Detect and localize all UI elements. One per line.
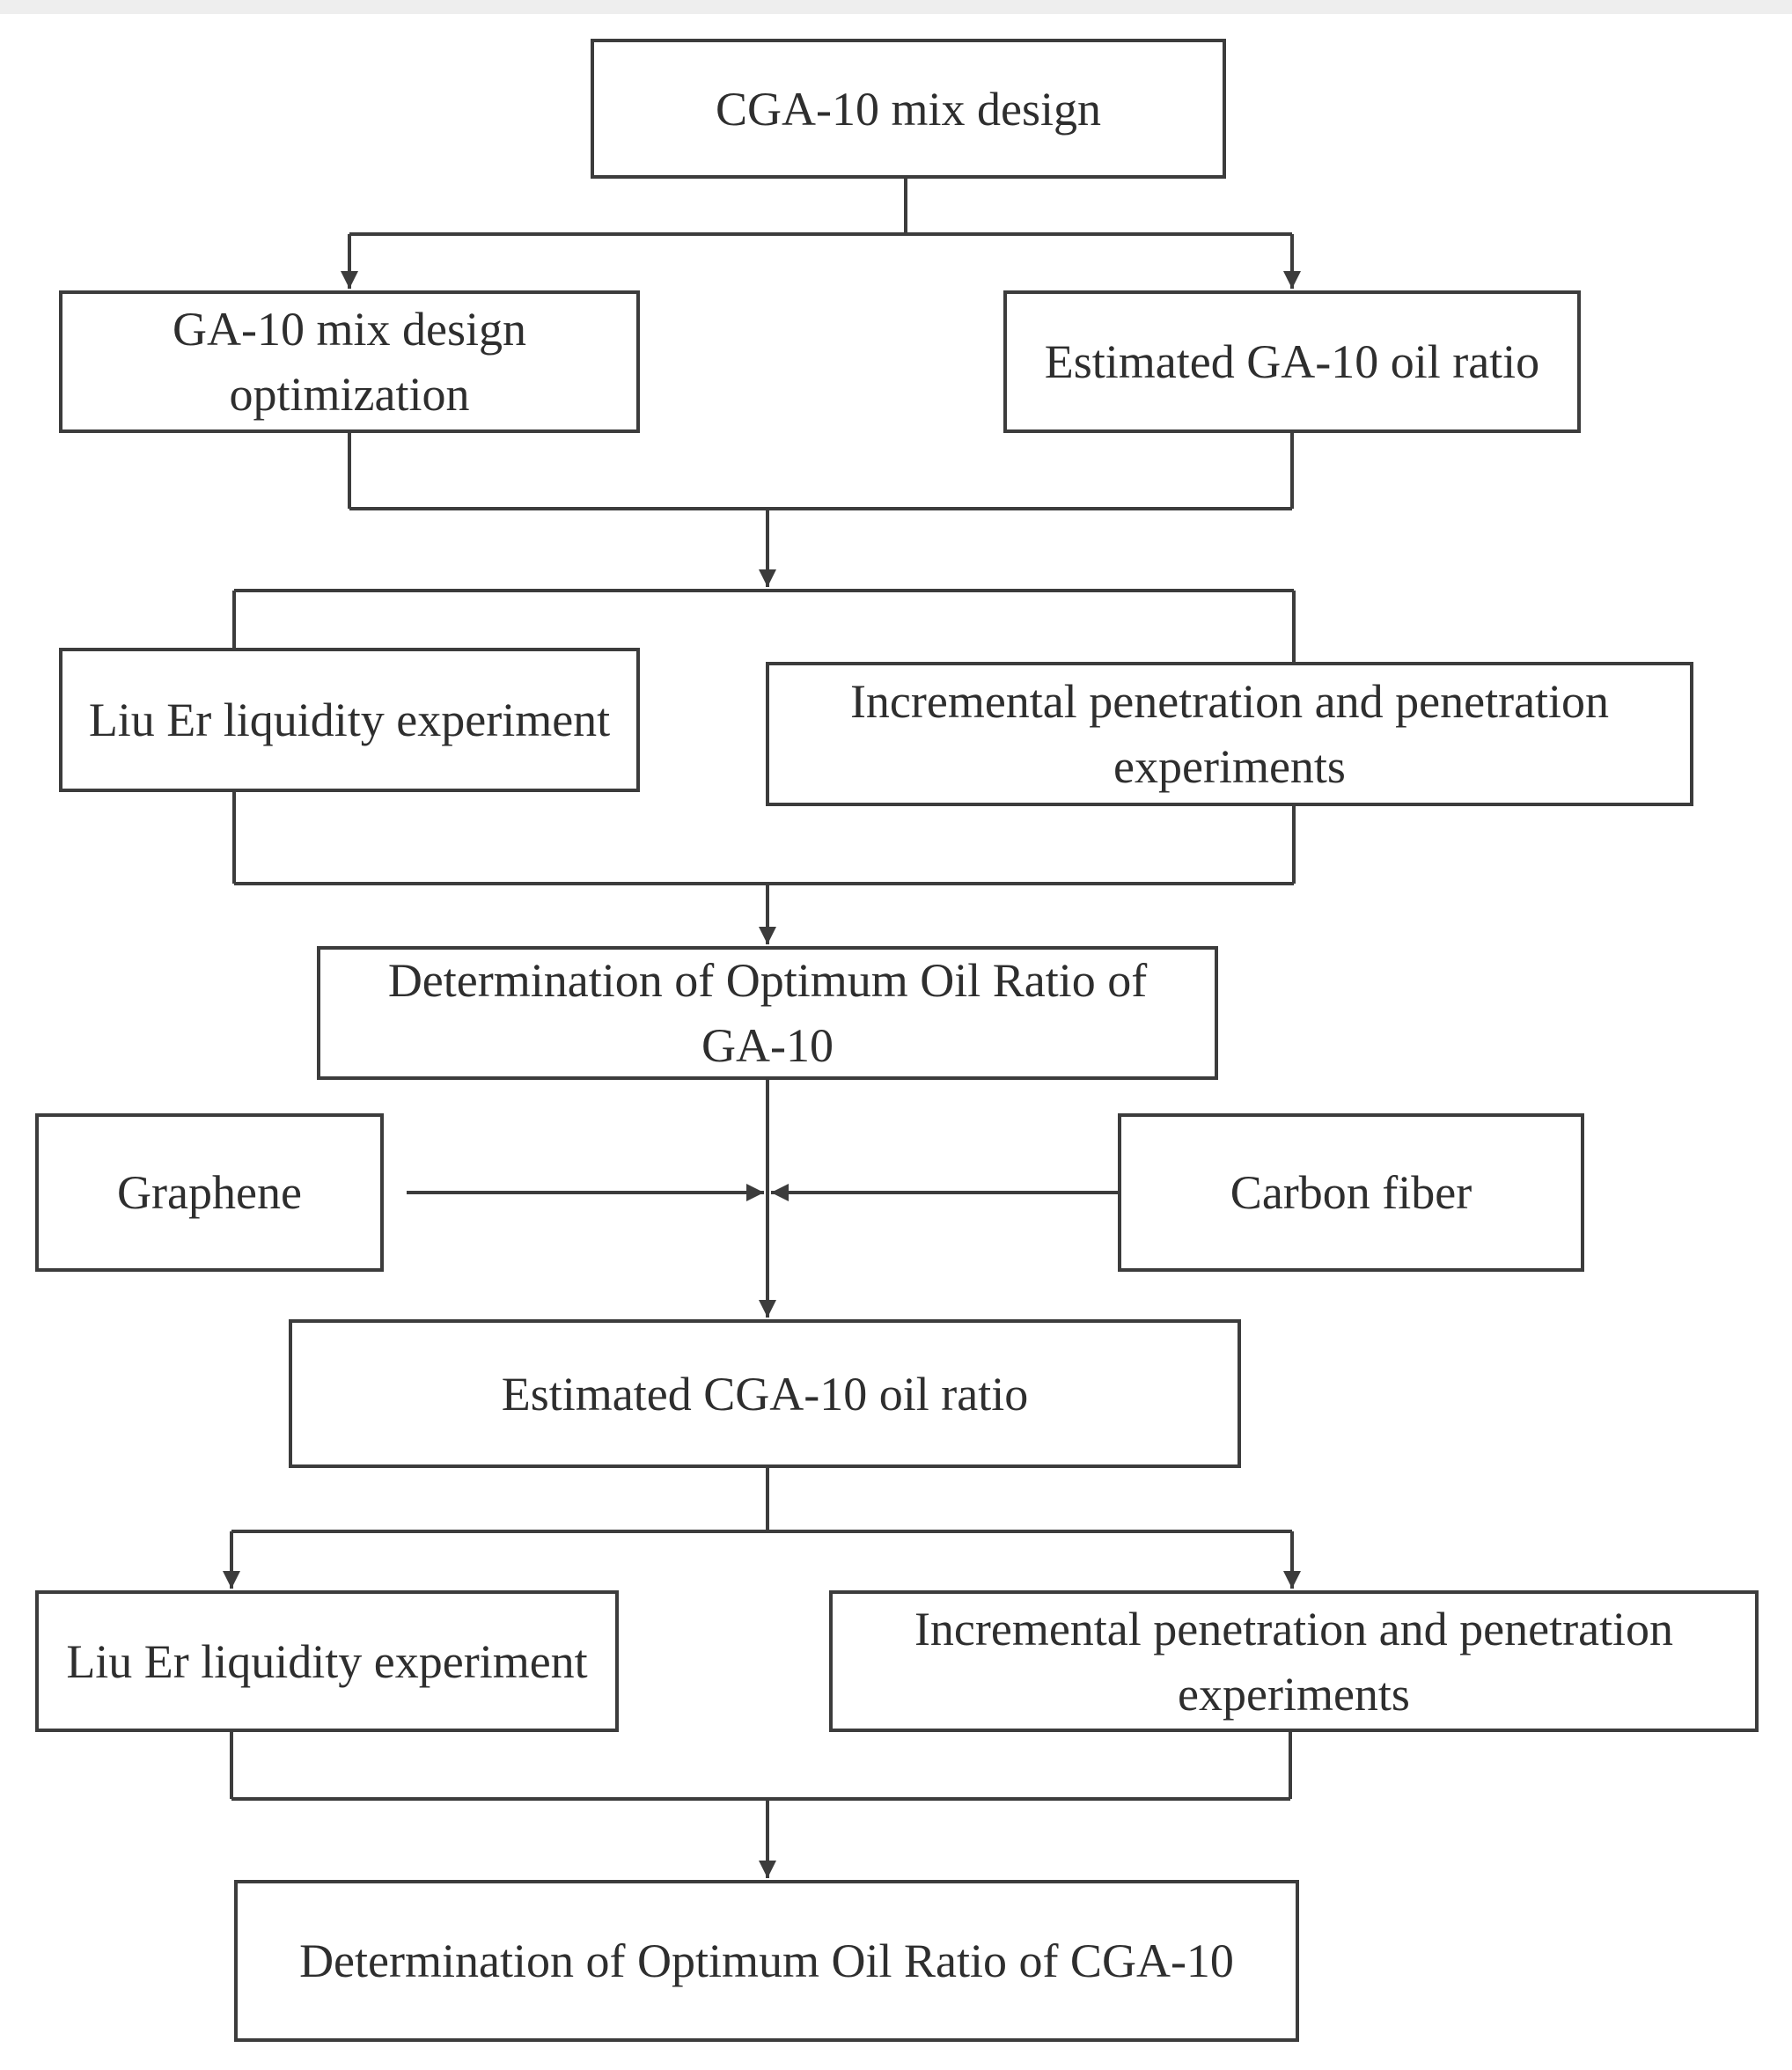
node-label: Incremental penetration and penetration …: [914, 1602, 1674, 1721]
node-liu-er-liquidity-2: Liu Er liquidity experiment: [35, 1590, 619, 1732]
node-graphene: Graphene: [35, 1113, 384, 1272]
node-liu-er-liquidity-1: Liu Er liquidity experiment: [59, 648, 640, 792]
node-label: Determination of Optimum Oil Ratio of GA…: [387, 954, 1148, 1072]
top-strip: [0, 0, 1792, 14]
node-optimum-oil-ratio-ga10: Determination of Optimum Oil Ratio of GA…: [317, 946, 1218, 1080]
node-optimum-oil-ratio-cga10: Determination of Optimum Oil Ratio of CG…: [234, 1880, 1299, 2042]
node-label: Liu Er liquidity experiment: [88, 694, 611, 746]
node-ga10-mix-design-optimization: GA-10 mix design optimization: [59, 290, 640, 433]
node-label: Graphene: [117, 1166, 302, 1219]
node-incremental-penetration-2: Incremental penetration and penetration …: [829, 1590, 1759, 1732]
node-label: Determination of Optimum Oil Ratio of CG…: [299, 1934, 1234, 1987]
node-estimated-ga10-oil-ratio: Estimated GA-10 oil ratio: [1003, 290, 1581, 433]
node-incremental-penetration-1: Incremental penetration and penetration …: [766, 662, 1693, 806]
node-carbon-fiber: Carbon fiber: [1118, 1113, 1584, 1272]
node-label: CGA-10 mix design: [716, 82, 1101, 136]
node-label: Estimated GA-10 oil ratio: [1044, 335, 1540, 388]
node-label: Liu Er liquidity experiment: [66, 1634, 588, 1688]
node-label: Incremental penetration and penetration …: [849, 675, 1610, 793]
node-label: GA-10 mix design optimization: [173, 303, 526, 421]
node-label: Estimated CGA-10 oil ratio: [501, 1367, 1029, 1420]
node-estimated-cga10-oil-ratio: Estimated CGA-10 oil ratio: [289, 1319, 1241, 1468]
node-label: Carbon fiber: [1230, 1166, 1473, 1219]
node-cga10-mix-design: CGA-10 mix design: [591, 39, 1226, 179]
